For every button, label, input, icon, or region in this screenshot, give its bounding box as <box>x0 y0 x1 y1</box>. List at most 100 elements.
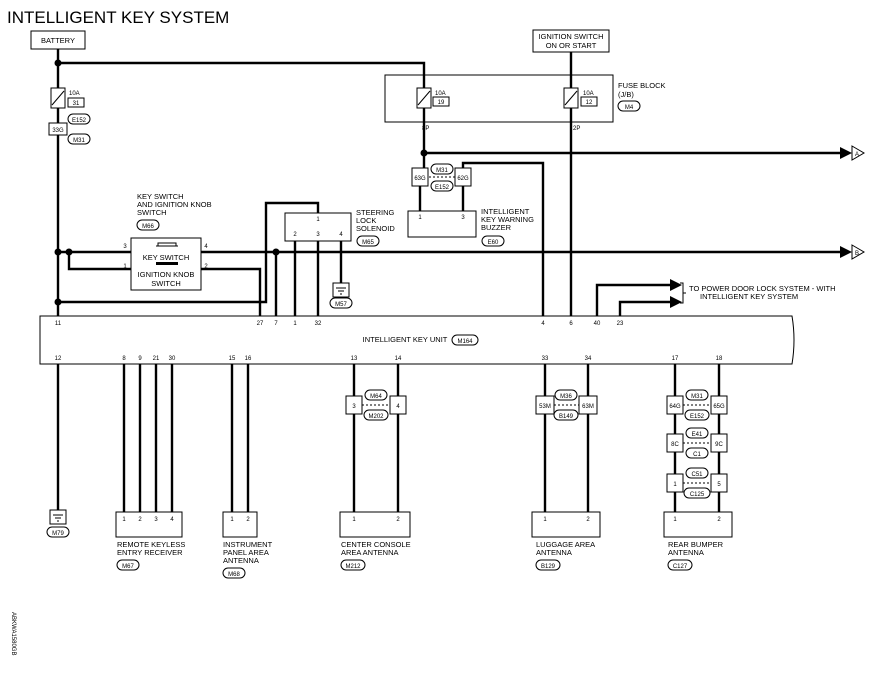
svg-text:23: 23 <box>617 321 624 327</box>
svg-text:8C: 8C <box>671 442 679 448</box>
svg-text:7: 7 <box>274 321 278 327</box>
svg-text:4: 4 <box>170 517 174 523</box>
power-door-label-1: TO POWER DOOR LOCK SYSTEM - WITH <box>689 284 836 293</box>
svg-text:3: 3 <box>316 232 320 238</box>
arrow-b-label: B <box>855 251 859 257</box>
ipa-title-1: INSTRUMENT <box>223 540 273 549</box>
svg-text:27: 27 <box>257 321 264 327</box>
svg-text:65G: 65G <box>713 404 725 410</box>
svg-text:3: 3 <box>154 517 158 523</box>
ignition-switch-label: IGNITION SWITCH <box>539 32 604 41</box>
svg-text:1: 1 <box>230 517 234 523</box>
svg-text:34: 34 <box>585 356 592 362</box>
cca-title-2: AREA ANTENNA <box>341 548 399 557</box>
conn-33g: 33G <box>52 128 64 134</box>
svg-text:2: 2 <box>204 264 208 270</box>
svg-text:13: 13 <box>351 356 358 362</box>
svg-text:40: 40 <box>594 321 601 327</box>
svg-text:11: 11 <box>55 321 62 327</box>
junction-right: 62G <box>457 176 469 182</box>
svg-text:1: 1 <box>543 517 547 523</box>
svg-text:1: 1 <box>316 217 320 223</box>
conn-m4-badge <box>617 100 641 112</box>
intelligent-key-unit <box>39 315 795 365</box>
rba-conn: C127 <box>673 564 688 570</box>
fuse-31-amp: 10A <box>69 91 80 97</box>
svg-text:9: 9 <box>138 356 142 362</box>
key-switch-title-3: SWITCH <box>137 208 167 217</box>
svg-text:1: 1 <box>673 517 677 523</box>
svg-text:32: 32 <box>315 321 322 327</box>
key-switch-box <box>130 237 202 291</box>
svg-text:30: 30 <box>169 356 176 362</box>
steering-title-3: SOLENOID <box>356 224 395 233</box>
cca-conn: M212 <box>345 564 361 570</box>
conn-m4: M4 <box>625 105 634 111</box>
rba-box <box>663 511 733 538</box>
lua-conn: B129 <box>541 564 556 570</box>
svg-text:M64: M64 <box>370 394 382 400</box>
fuse-block-sub: (J/B) <box>618 90 634 99</box>
svg-text:2: 2 <box>246 517 250 523</box>
ipa-title-2: PANEL AREA <box>223 548 269 557</box>
ground-m79: M79 <box>52 531 64 537</box>
cca-title-1: CENTER CONSOLE <box>341 540 411 549</box>
svg-text:2: 2 <box>396 517 400 523</box>
rke-title-2: ENTRY RECEIVER <box>117 548 183 557</box>
diagram-title: INTELLIGENT KEY SYSTEM <box>7 8 229 27</box>
svg-text:33: 33 <box>542 356 549 362</box>
svg-text:M36: M36 <box>560 394 572 400</box>
svg-text:5: 5 <box>717 482 721 488</box>
fuse-feed-wire <box>58 61 426 100</box>
svg-text:2: 2 <box>717 517 721 523</box>
conn-2p: 2P <box>573 126 580 132</box>
svg-text:E41: E41 <box>692 432 703 438</box>
svg-text:4: 4 <box>339 232 343 238</box>
key-switch-conn: M66 <box>142 224 154 230</box>
svg-text:1: 1 <box>673 482 677 488</box>
svg-text:C51: C51 <box>691 472 703 478</box>
junction-bottom: E152 <box>435 185 450 191</box>
svg-text:6: 6 <box>569 321 573 327</box>
conn-8p: 8P <box>422 126 429 132</box>
steering-conn: M65 <box>362 240 374 246</box>
arrow-a-label: A <box>855 152 859 158</box>
lua-title-2: ANTENNA <box>536 548 572 557</box>
buzzer-title-2: KEY WARNING <box>481 215 534 224</box>
fuse-block-outline <box>384 74 614 123</box>
buzzer-title-3: BUZZER <box>481 223 512 232</box>
svg-text:2: 2 <box>586 517 590 523</box>
conn-e152-a: E152 <box>72 118 87 124</box>
rba-title-1: REAR BUMPER <box>668 540 724 549</box>
power-door-label-2: INTELLIGENT KEY SYSTEM <box>700 292 798 301</box>
svg-text:64G: 64G <box>669 404 681 410</box>
rke-conn: M67 <box>122 564 134 570</box>
ignition-switch-state: ON OR START <box>546 41 597 50</box>
rke-title-1: REMOTE KEYLESS <box>117 540 185 549</box>
buzzer-conn: E60 <box>488 240 499 246</box>
figure-code: ABKWA1580GB <box>10 612 16 655</box>
ipa-box <box>222 511 258 538</box>
svg-text:16: 16 <box>245 356 252 362</box>
rba-title-2: ANTENNA <box>668 548 704 557</box>
svg-text:1: 1 <box>122 517 126 523</box>
battery-label: BATTERY <box>41 36 75 45</box>
rke-box <box>115 511 183 538</box>
key-switch-title-2: AND IGNITION KNOB <box>137 200 212 209</box>
svg-text:8: 8 <box>122 356 126 362</box>
svg-text:E152: E152 <box>690 414 705 420</box>
svg-text:9C: 9C <box>715 442 723 448</box>
svg-text:53M: 53M <box>539 404 551 410</box>
svg-text:C1: C1 <box>693 452 701 458</box>
svg-text:21: 21 <box>153 356 160 362</box>
svg-text:14: 14 <box>395 356 402 362</box>
svg-text:4: 4 <box>541 321 545 327</box>
svg-text:1: 1 <box>352 517 356 523</box>
fuse-19-amp: 10A <box>435 91 446 97</box>
steering-title-2: LOCK <box>356 216 376 225</box>
fuse-19-num: 19 <box>438 100 445 106</box>
key-switch-title-1: KEY SWITCH <box>137 192 184 201</box>
fuse-31-num: 31 <box>73 101 80 107</box>
svg-text:C125: C125 <box>690 492 705 498</box>
